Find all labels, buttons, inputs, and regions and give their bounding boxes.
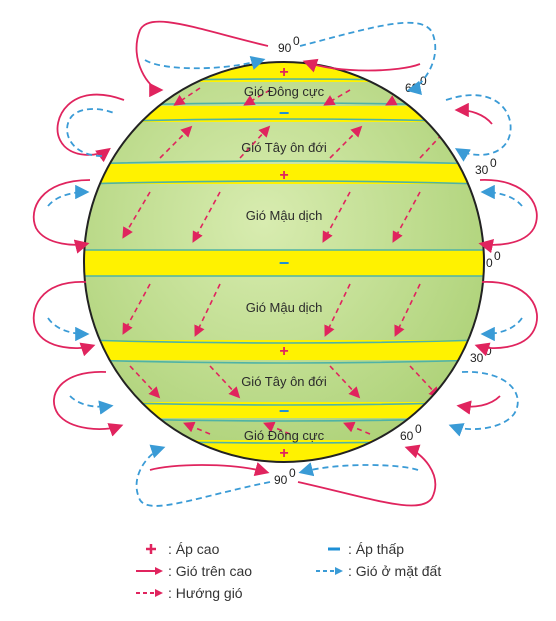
lat-label-south-90: 90: [274, 473, 288, 487]
lat-degree-north-60: 0: [420, 74, 427, 88]
high-pressure-south-30: +: [279, 343, 288, 360]
surface-wind-north-polar-left: [144, 56, 266, 70]
surface-wind-left-hadley-north: [47, 184, 90, 207]
upper-wind-right-hadley-north: [478, 179, 538, 254]
lat-degree-south-90: 0: [289, 466, 296, 480]
wind-direction-arrow-icon: [136, 586, 164, 600]
global-wind-circulation-diagram: Gió Đông cực Gió Tây ôn đới Gió Mậu dịch…: [32, 20, 538, 507]
band-north-60: [84, 106, 484, 122]
surface-wind-arrow-icon: [316, 564, 344, 578]
surface-wind-right-hadley-south: [480, 317, 523, 342]
lat-label-north-30: 30: [475, 163, 489, 177]
zone-label-north-trade-winds: Gió Mậu dịch: [246, 208, 323, 223]
surface-wind-left-ferrel-north: [66, 108, 117, 157]
legend-item-high-pressure: : Áp cao: [136, 541, 316, 557]
legend: : Áp cao : Áp thấp : Gió trên cao : Gió …: [136, 538, 496, 604]
surface-wind-right-ferrel-south: [448, 371, 519, 437]
legend-label-wind-direction: : Hướng gió: [168, 585, 243, 601]
legend-row-pressure: : Áp cao : Áp thấp: [136, 538, 496, 560]
upper-wind-arrow-icon: [136, 564, 164, 578]
legend-item-surface-wind: : Gió ở mặt đất: [316, 563, 496, 579]
circulation-cells: [32, 20, 538, 507]
band-equator: [84, 250, 484, 276]
upper-wind-right-ferrel-north: [454, 102, 493, 125]
legend-label-low-pressure: : Áp thấp: [348, 541, 405, 557]
lat-degree-equator: 0: [494, 249, 501, 263]
low-pressure-north-60: −: [279, 103, 290, 123]
lat-degree-south-60: 0: [415, 422, 422, 436]
low-pressure-equator: −: [279, 253, 290, 273]
band-south-60: [84, 402, 484, 418]
surface-wind-north-polar-right: [299, 21, 437, 95]
lat-label-south-60: 60: [400, 429, 414, 443]
high-pressure-icon: [136, 542, 164, 556]
band-north-30: [84, 164, 484, 184]
upper-wind-right-ferrel-south: [456, 395, 501, 415]
low-pressure-south-60: −: [279, 401, 290, 421]
legend-item-wind-direction: : Hướng gió: [136, 585, 316, 601]
upper-wind-north-polar-right: [302, 58, 421, 73]
upper-wind-left-hadley-north: [32, 179, 91, 254]
upper-wind-north-polar-left: [135, 20, 269, 98]
zone-label-south-trade-winds: Gió Mậu dịch: [246, 300, 323, 315]
upper-wind-south-polar-right: [297, 444, 437, 507]
lat-label-south-30: 30: [470, 351, 484, 365]
lat-degree-south-30: 0: [485, 344, 492, 358]
high-pressure-north-pole: +: [279, 64, 288, 81]
lat-degree-north-90: 0: [293, 34, 300, 48]
upper-wind-left-hadley-south: [32, 281, 96, 357]
low-pressure-icon: [316, 542, 344, 556]
lat-label-north-90: 90: [278, 41, 292, 55]
band-south-30: [84, 340, 484, 360]
surface-wind-right-hadley-north: [480, 184, 523, 207]
legend-label-upper-wind: : Gió trên cao: [168, 563, 253, 579]
upper-wind-right-hadley-south: [474, 281, 538, 357]
surface-wind-left-ferrel-south: [69, 395, 114, 415]
legend-row-direction: : Hướng gió: [136, 582, 496, 604]
lat-label-north-60: 60: [405, 81, 419, 95]
legend-label-high-pressure: : Áp cao: [168, 541, 220, 557]
legend-label-surface-wind: : Gió ở mặt đất: [348, 563, 442, 579]
surface-wind-south-polar-right: [298, 462, 419, 477]
high-pressure-north-30: +: [279, 167, 288, 184]
surface-wind-left-hadley-south: [47, 317, 90, 342]
surface-wind-south-polar-left: [135, 444, 271, 507]
zone-label-north-westerlies: Gió Tây ôn đới: [241, 140, 327, 155]
legend-item-low-pressure: : Áp thấp: [316, 541, 496, 557]
lat-label-equator: 0: [486, 256, 493, 270]
legend-row-winds: : Gió trên cao : Gió ở mặt đất: [136, 560, 496, 582]
lat-degree-north-30: 0: [490, 156, 497, 170]
upper-wind-south-polar-left: [149, 462, 270, 477]
upper-wind-left-ferrel-south: [53, 371, 124, 437]
high-pressure-south-pole: +: [279, 445, 288, 462]
globe: [83, 61, 485, 463]
zone-label-north-polar-easterlies: Gió Đông cực: [244, 84, 325, 99]
zone-label-south-westerlies: Gió Tây ôn đới: [241, 374, 327, 389]
pressure-bands: [84, 62, 484, 462]
surface-wind-right-ferrel-north: [445, 94, 512, 162]
zone-label-south-polar-easterlies: Gió Đông cực: [244, 428, 325, 443]
legend-item-upper-wind: : Gió trên cao: [136, 563, 316, 579]
